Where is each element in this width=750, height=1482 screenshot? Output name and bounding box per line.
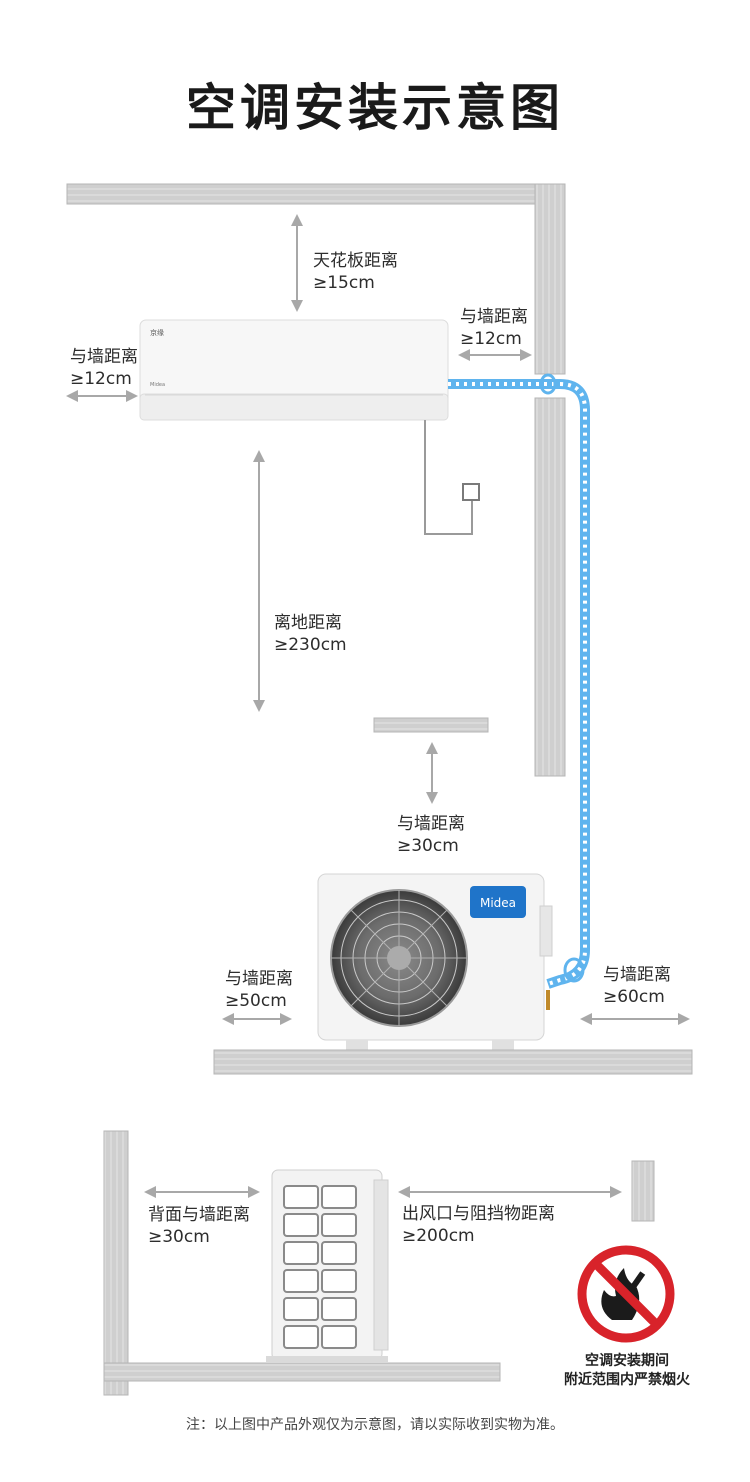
obstacle-wall xyxy=(631,1160,655,1222)
outdoor-left-wall-label: 与墙距离 ≥50cm xyxy=(225,968,293,1012)
indoor-logo-left: 京缘 xyxy=(150,328,164,337)
indoor-right-wall-label: 与墙距离 ≥12cm xyxy=(460,306,528,350)
outdoor-right-wall-name: 与墙距离 xyxy=(603,965,671,985)
outdoor-right-wall-label: 与墙距离 ≥60cm xyxy=(603,964,671,1008)
obstacle-slab xyxy=(373,717,489,733)
disclaimer-note: 注：以上图中产品外观仅为示意图，请以实际收到实物为准。 xyxy=(186,1417,564,1433)
floor-distance-label: 离地距离 ≥230cm xyxy=(274,612,347,656)
ground-slab xyxy=(213,1049,693,1075)
floor-distance-value: ≥230cm xyxy=(274,635,347,655)
drain-pipe xyxy=(424,420,480,535)
indoor-right-wall-name: 与墙距离 xyxy=(460,307,528,327)
fire-warning: 空调安装期间 附近范围内严禁烟火 xyxy=(560,1352,694,1390)
outlet-distance-name: 出风口与阻挡物距离 xyxy=(402,1204,555,1224)
back-wall-label: 背面与墙距离 ≥30cm xyxy=(148,1204,250,1248)
ceiling-wall xyxy=(66,183,566,205)
outdoor-unit-side xyxy=(266,1169,389,1363)
outdoor-top-wall-value: ≥30cm xyxy=(397,836,459,856)
midea-logo-badge xyxy=(470,886,526,918)
outlet-distance-label: 出风口与阻挡物距离 ≥200cm xyxy=(402,1203,555,1247)
back-wall-name: 背面与墙距离 xyxy=(148,1205,250,1225)
indoor-left-wall-label: 与墙距离 ≥12cm xyxy=(70,346,138,390)
dimension-arrows xyxy=(66,214,690,1198)
ceiling-distance-label: 天花板距离 ≥15cm xyxy=(313,250,398,294)
ceiling-distance-name: 天花板距离 xyxy=(313,251,398,271)
fire-warning-line2: 附近范围内严禁烟火 xyxy=(564,1372,690,1388)
indoor-left-wall-name: 与墙距离 xyxy=(70,347,138,367)
page-title: 空调安装示意图 xyxy=(186,79,564,137)
back-wall xyxy=(103,1130,129,1396)
outdoor-logo-text: Midea xyxy=(480,896,516,910)
outdoor-right-wall-value: ≥60cm xyxy=(603,987,665,1007)
outdoor-left-wall-name: 与墙距离 xyxy=(225,969,293,989)
indoor-right-wall-value: ≥12cm xyxy=(460,329,522,349)
indoor-unit xyxy=(139,319,449,421)
fire-warning-line1: 空调安装期间 xyxy=(585,1353,669,1369)
outdoor-top-wall-label: 与墙距离 ≥30cm xyxy=(397,813,465,857)
refrigerant-pipe xyxy=(448,373,590,1010)
indoor-logo-small: Midea xyxy=(150,382,165,388)
outdoor-left-wall-value: ≥50cm xyxy=(225,991,287,1011)
fan-grille xyxy=(330,889,468,1027)
back-wall-value: ≥30cm xyxy=(148,1227,210,1247)
outlet-distance-value: ≥200cm xyxy=(402,1226,475,1246)
indoor-left-wall-value: ≥12cm xyxy=(70,369,132,389)
lower-ground xyxy=(103,1362,501,1382)
ceiling-distance-value: ≥15cm xyxy=(313,273,375,293)
no-fire-icon xyxy=(577,1245,675,1343)
outdoor-top-wall-name: 与墙距离 xyxy=(397,814,465,834)
floor-distance-name: 离地距离 xyxy=(274,613,342,633)
right-wall xyxy=(534,183,566,777)
